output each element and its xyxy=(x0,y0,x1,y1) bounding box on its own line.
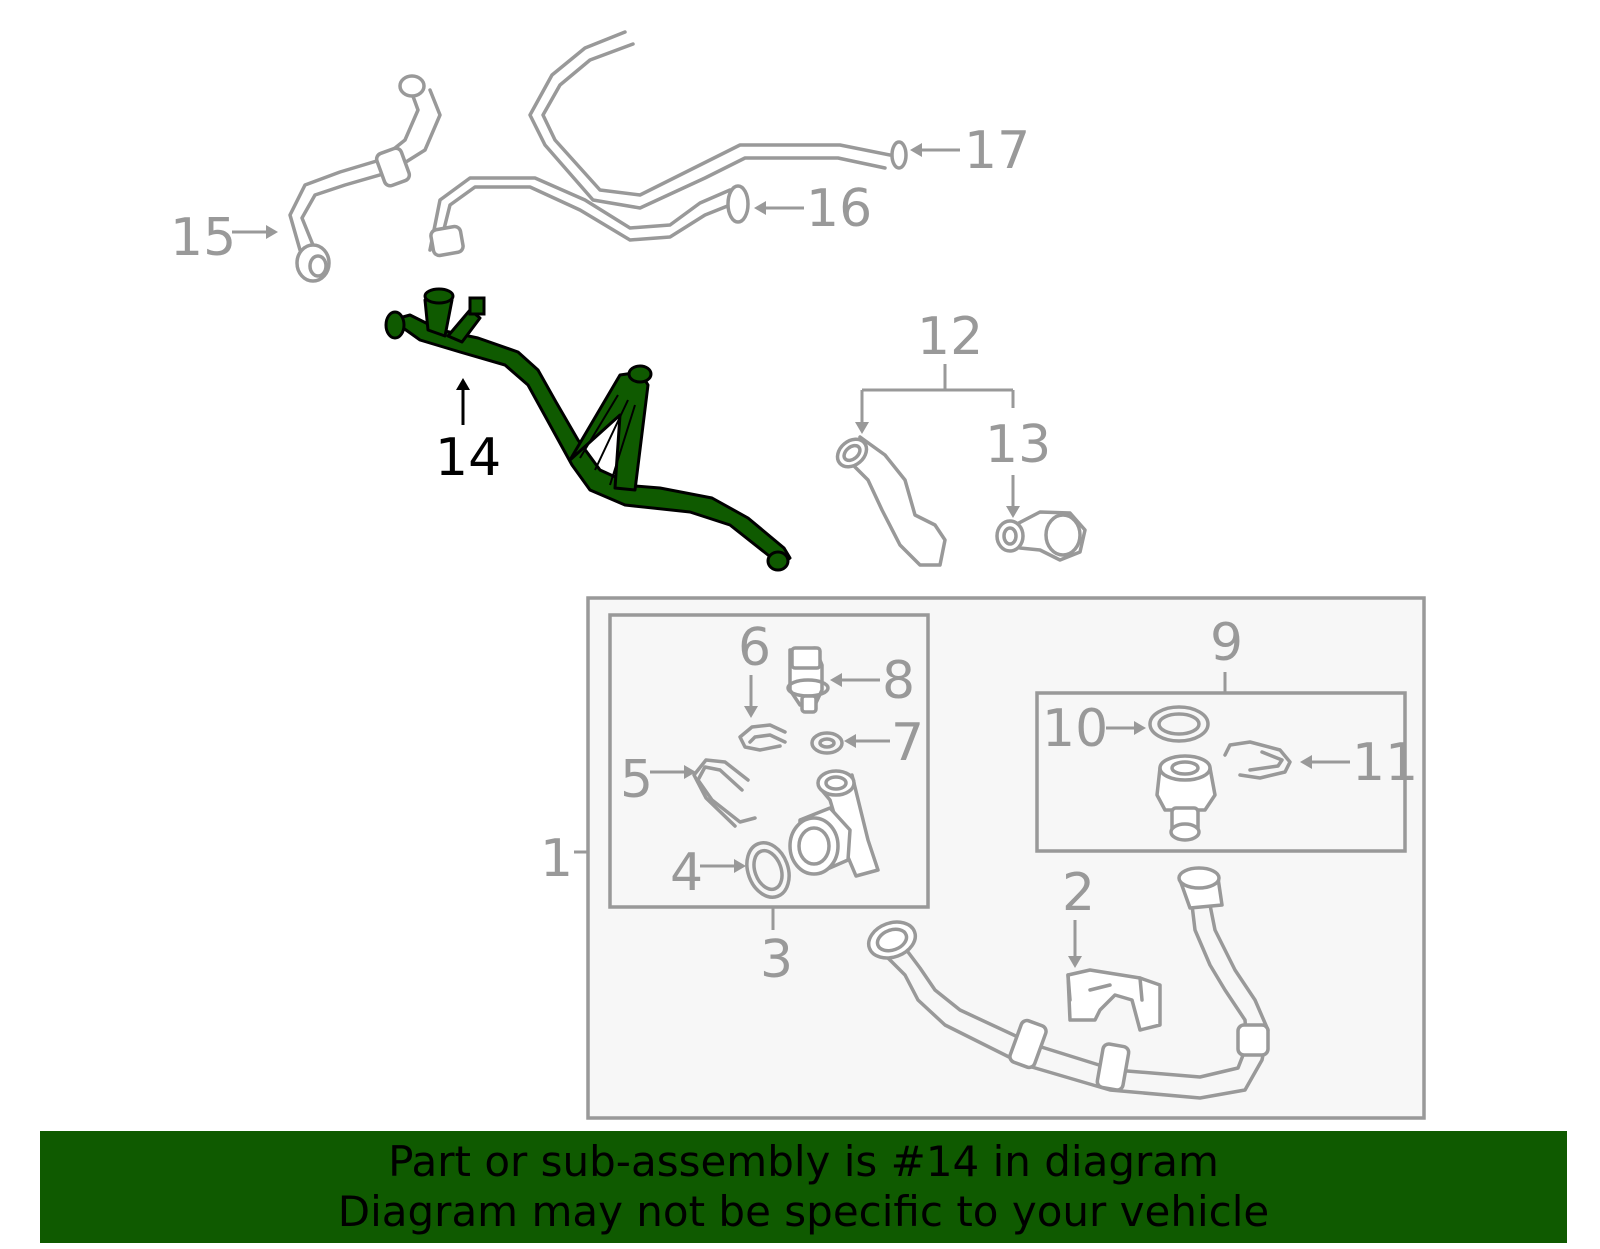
o-ring-7[interactable] xyxy=(810,731,844,755)
callout-4-leader xyxy=(700,859,746,873)
callout-3: 3 xyxy=(760,930,793,990)
connector-13[interactable] xyxy=(995,510,1087,562)
callout-11: 11 xyxy=(1352,733,1418,793)
banner-line-2: Diagram may not be specific to your vehi… xyxy=(337,1187,1270,1236)
callout-6-leader xyxy=(744,675,758,718)
callout-7: 7 xyxy=(891,713,924,773)
callout-8: 8 xyxy=(882,651,915,711)
clip-5[interactable] xyxy=(692,758,757,828)
callout-2-leader xyxy=(1068,920,1082,968)
callout-16-leader xyxy=(754,201,804,215)
callout-13: 13 xyxy=(985,415,1051,475)
hose-12[interactable] xyxy=(832,434,947,567)
hose-15[interactable] xyxy=(288,74,442,283)
callout-7-leader xyxy=(844,734,890,748)
callout-17: 17 xyxy=(964,121,1030,181)
o-ring-4[interactable] xyxy=(740,837,797,903)
banner-line-1: Part or sub-assembly is #14 in diagram xyxy=(388,1137,1219,1186)
callout-15-leader xyxy=(232,225,278,239)
thermostat-housing[interactable] xyxy=(788,769,880,878)
hose-17[interactable] xyxy=(528,30,908,210)
callout-10-leader xyxy=(1106,721,1146,735)
valve-9[interactable] xyxy=(1155,754,1217,842)
seal-10[interactable] xyxy=(1148,705,1210,743)
callout-15: 15 xyxy=(170,208,236,268)
callout-9: 9 xyxy=(1210,613,1243,673)
callout-12-bracket xyxy=(855,364,1015,434)
clip-2[interactable] xyxy=(1066,968,1162,1032)
hose-16[interactable] xyxy=(428,176,750,258)
callout-13-leader xyxy=(1006,475,1020,518)
callout-17-leader xyxy=(910,143,960,157)
callout-4: 4 xyxy=(670,843,703,903)
callout-14-leader xyxy=(456,378,470,425)
info-banner: Part or sub-assembly is #14 in diagram D… xyxy=(40,1131,1567,1243)
callout-11-leader xyxy=(1300,755,1350,769)
callout-12: 12 xyxy=(917,307,983,367)
callout-10: 10 xyxy=(1042,699,1108,759)
clip-6[interactable] xyxy=(738,723,787,752)
sensor-8[interactable] xyxy=(786,646,830,714)
callout-8-leader xyxy=(830,673,880,687)
clip-11[interactable] xyxy=(1223,740,1292,780)
callout-16: 16 xyxy=(806,179,872,239)
callout-5-leader xyxy=(650,765,696,779)
subassembly-box-9 xyxy=(1035,691,1407,853)
callout-6: 6 xyxy=(738,618,771,678)
part-14-highlighted[interactable] xyxy=(384,287,792,572)
callout-2: 2 xyxy=(1062,863,1095,923)
callout-1: 1 xyxy=(540,829,573,889)
callout-5: 5 xyxy=(620,750,653,810)
hose-assembly-1[interactable] xyxy=(864,866,1270,1100)
callout-14: 14 xyxy=(435,428,501,488)
